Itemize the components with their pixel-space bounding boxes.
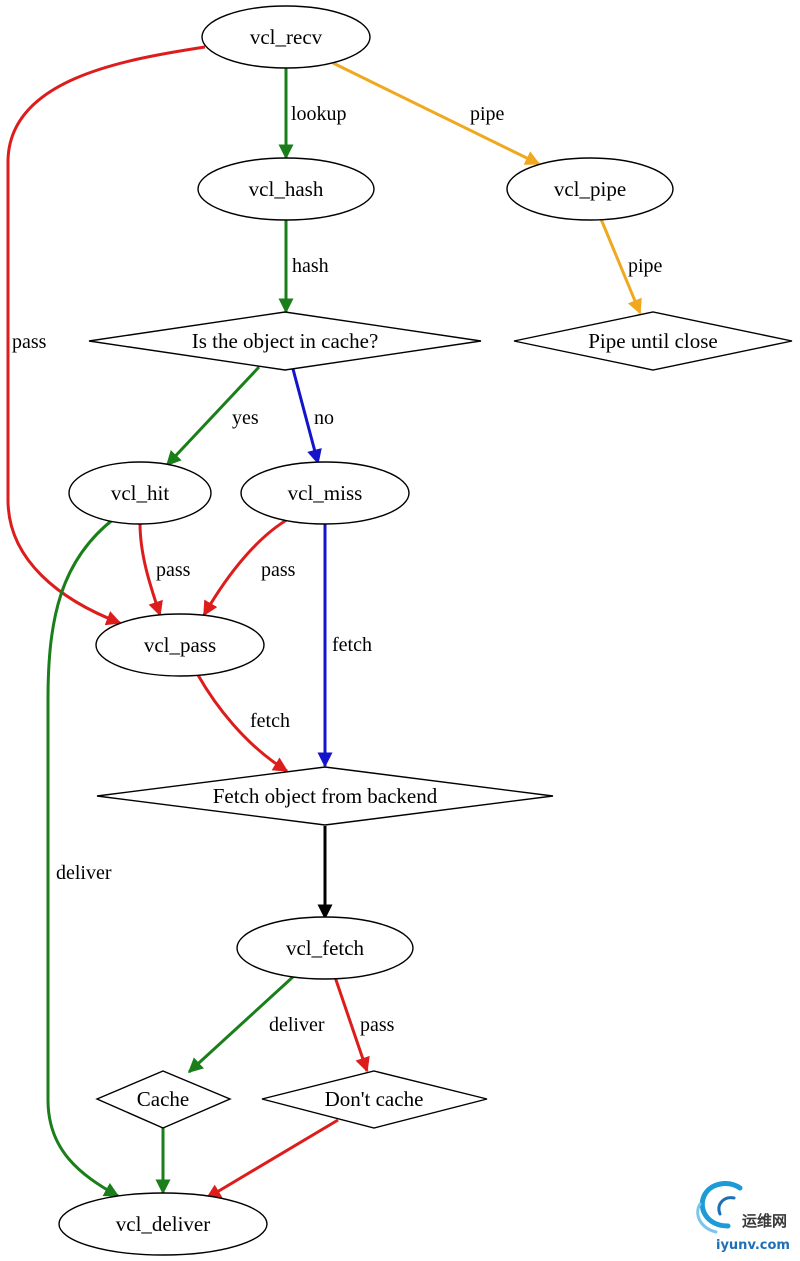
node-pipe-until-close: Pipe until close [513,311,793,371]
node-vcl-hit: vcl_hit [68,461,212,525]
node-vcl-deliver: vcl_deliver [58,1192,268,1256]
node-dont-cache: Don't cache [261,1070,488,1129]
node-vcl-miss: vcl_miss [240,461,410,525]
node-label: vcl_deliver [116,1212,210,1236]
edge-label-fetch: fetch [332,634,372,656]
watermark-text-url: iyunv.com [716,1238,790,1253]
edge-label-pass: pass [156,559,191,581]
node-label: vcl_miss [288,481,363,505]
node-vcl-pipe: vcl_pipe [506,157,674,221]
edge-dontcache-deliver [205,1118,339,1200]
node-cache-check: Is the object in cache? [88,311,482,371]
edge-label-pass: pass [261,559,296,581]
node-label: vcl_hit [111,481,169,505]
edge-miss-pass [202,516,291,617]
edge-label-pipe: pipe [470,103,505,125]
edge-label-no: no [314,407,334,429]
edge-label-pass: pass [360,1014,395,1036]
node-label: vcl_hash [249,177,324,201]
edge-label-lookup: lookup [291,103,347,125]
edge-check-hit [165,365,261,467]
edge-label-yes: yes [232,407,259,429]
swirl-logo-icon [696,1181,743,1234]
node-label: Fetch object from backend [213,784,438,808]
edge-labels: lookup pipe pass hash pipe yes no pass d… [12,103,663,1036]
node-label: Is the object in cache? [192,329,379,353]
edge-label-fetch: fetch [250,710,290,732]
node-vcl-pass: vcl_pass [95,613,265,677]
edge-pipe-close [599,218,642,315]
watermark: 运维网 iyunv.com [696,1181,790,1253]
node-label: Cache [137,1087,189,1111]
edge-label-pipe: pipe [628,255,663,277]
edge-fetch-dontcache [333,976,370,1073]
node-vcl-fetch: vcl_fetch [236,916,414,980]
node-label: Don't cache [325,1087,424,1111]
edge-label-deliver: deliver [56,862,112,884]
edge-hit-deliver [46,516,120,1198]
edge-pass-fetch [196,674,289,773]
node-cache: Cache [95,1070,232,1129]
node-vcl-recv: vcl_recv [201,5,371,69]
node-label: vcl_fetch [286,936,365,960]
edge-label-deliver: deliver [269,1014,325,1036]
edge-fetch-cache [187,973,297,1074]
edge-recv-pipe [332,61,541,166]
watermark-text-cn: 运维网 [742,1212,787,1230]
node-label: vcl_recv [250,25,323,49]
node-label: vcl_pipe [554,177,626,201]
node-vcl-hash: vcl_hash [197,157,375,221]
node-label: vcl_pass [144,633,216,657]
node-label: Pipe until close [588,329,718,353]
edges [6,45,642,1200]
edge-check-miss [291,368,322,465]
edge-label-pass: pass [12,331,47,353]
node-fetch-backend: Fetch object from backend [96,766,554,826]
edge-hit-pass [138,522,163,617]
edge-label-hash: hash [292,255,329,277]
nodes: vcl_recv vcl_hash vcl_pipe Is the object… [58,5,793,1256]
